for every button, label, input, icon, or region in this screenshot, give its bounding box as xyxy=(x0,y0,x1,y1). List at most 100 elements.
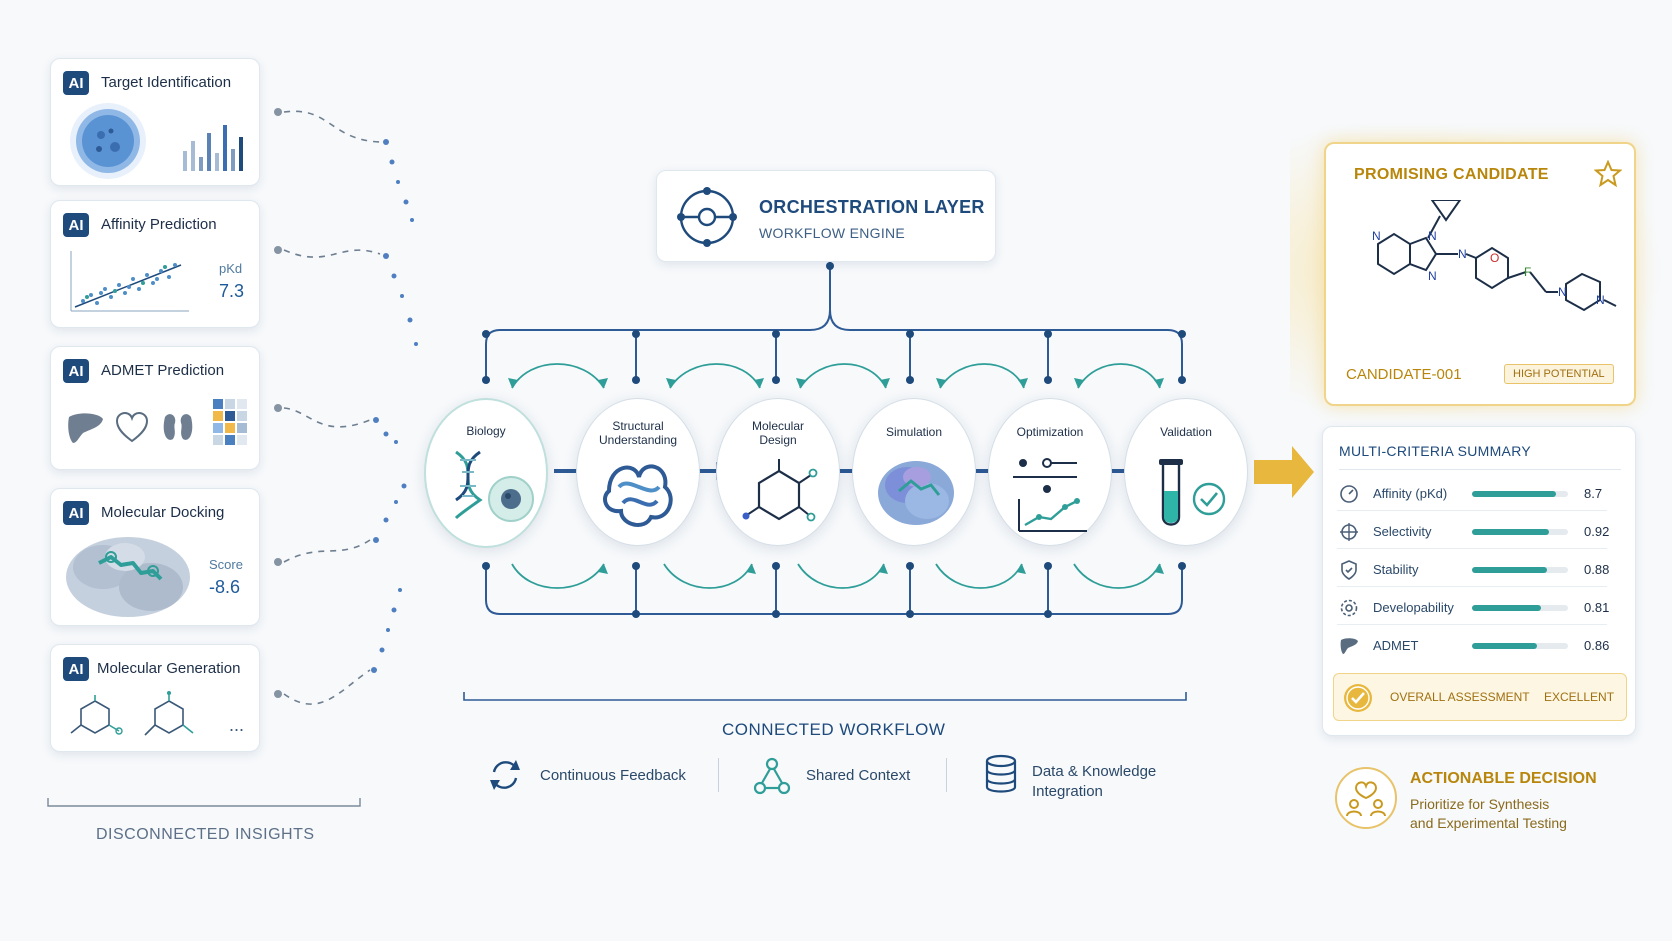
criterion-row: Stability 0.88 xyxy=(1337,553,1610,587)
database-icon xyxy=(985,754,1017,793)
criterion-label: Developability xyxy=(1373,600,1454,615)
multi-criteria-summary-card: MULTI-CRITERIA SUMMARY Affinity (pKd) 8.… xyxy=(1322,426,1636,736)
criterion-row: Selectivity 0.92 xyxy=(1337,515,1609,549)
criterion-value: 0.88 xyxy=(1584,562,1610,577)
stage-label: Optimization xyxy=(1016,425,1084,439)
heart-icon xyxy=(115,411,149,443)
crosshair-icon xyxy=(1340,523,1358,541)
overall-value: EXCELLENT xyxy=(1544,690,1615,704)
criterion-fill xyxy=(1472,491,1556,497)
check-badge-icon xyxy=(1344,684,1372,712)
molecule-icon xyxy=(70,695,123,735)
disconnected-insights-caption: DISCONNECTED INSIGHTS xyxy=(96,826,315,843)
stage-molecular-design[interactable]: Molecular Design xyxy=(716,398,840,546)
criterion-fill xyxy=(1472,567,1547,573)
candidate-id: CANDIDATE-001 xyxy=(1346,366,1462,383)
network-icon xyxy=(753,757,791,795)
criterion-bar xyxy=(1472,529,1568,535)
test-tube-icon xyxy=(1159,459,1183,526)
criterion-fill xyxy=(1472,643,1538,649)
legend-data-knowledge: Data & Knowledge Integration xyxy=(1032,763,1157,800)
simulation-protein-icon xyxy=(878,461,954,525)
gear-icon xyxy=(1340,599,1358,617)
liver-icon xyxy=(68,413,103,443)
stage-label: Validation xyxy=(1160,425,1212,439)
card-title: Target Identification xyxy=(101,74,232,91)
legend-divider xyxy=(718,758,719,792)
affinity-prediction-card[interactable]: AI Affinity Prediction pKd 7.3 xyxy=(50,200,260,328)
ai-badge: AI xyxy=(63,213,89,237)
decision-title: ACTIONABLE DECISION xyxy=(1410,770,1597,787)
card-title: Molecular Docking xyxy=(101,504,225,521)
atom-label: N xyxy=(1458,247,1467,261)
legend-continuous-feedback: Continuous Feedback xyxy=(540,767,686,784)
atom-label: N xyxy=(1372,229,1381,243)
high-potential-badge: HIGH POTENTIAL xyxy=(1504,364,1614,384)
criterion-label: Affinity (pKd) xyxy=(1373,486,1448,501)
criterion-bar xyxy=(1472,605,1568,611)
overall-assessment[interactable]: OVERALL ASSESSMENT EXCELLENT xyxy=(1333,673,1627,721)
criterion-row: Developability 0.81 xyxy=(1337,591,1610,625)
orchestration-subtitle: WORKFLOW ENGINE xyxy=(759,225,906,241)
overall-label: OVERALL ASSESSMENT xyxy=(1390,690,1530,704)
docking-score-value: -8.6 xyxy=(209,577,241,597)
atom-label: N xyxy=(1596,293,1605,307)
promising-candidate-card[interactable]: PROMISING CANDIDATE N N N N O F N N xyxy=(1324,142,1636,406)
cell-icon xyxy=(70,103,146,179)
orchestration-title: ORCHESTRATION LAYER xyxy=(759,197,985,217)
shield-icon xyxy=(1341,560,1357,580)
optimization-chart-icon xyxy=(1013,458,1087,532)
criterion-label: Stability xyxy=(1373,562,1419,577)
scatter-plot-icon xyxy=(70,251,189,312)
molecule-icon xyxy=(144,691,194,736)
bar-chart-icon xyxy=(183,125,243,171)
criterion-label: Selectivity xyxy=(1373,524,1432,539)
summary-title: MULTI-CRITERIA SUMMARY xyxy=(1339,443,1531,459)
admet-prediction-card[interactable]: AI ADMET Prediction xyxy=(50,346,260,470)
legend-shared-context: Shared Context xyxy=(806,767,911,784)
output-arrow xyxy=(1254,446,1314,498)
criterion-bar xyxy=(1472,567,1568,573)
target-identification-card[interactable]: AI Target Identification xyxy=(50,58,260,186)
candidate-structure: N N N N O F N N xyxy=(1372,200,1617,312)
card-title: ADMET Prediction xyxy=(101,362,225,379)
orchestration-layer-box[interactable]: ORCHESTRATION LAYER WORKFLOW ENGINE xyxy=(656,170,996,262)
legend-divider xyxy=(946,758,947,792)
team-decision-icon xyxy=(1335,767,1397,829)
criterion-bar xyxy=(1472,643,1568,649)
summary-divider xyxy=(1339,469,1621,470)
left-bracket xyxy=(47,798,361,807)
gauge-icon xyxy=(1340,485,1358,503)
criterion-fill xyxy=(1472,529,1549,535)
criterion-bar xyxy=(1472,491,1568,497)
dna-icon xyxy=(454,450,483,520)
stage-optimization[interactable]: Optimization xyxy=(988,398,1112,546)
criterion-value: 0.81 xyxy=(1584,600,1610,615)
ai-badge: AI xyxy=(63,501,89,525)
stage-label: Molecular Design xyxy=(751,419,805,447)
criterion-label: ADMET xyxy=(1373,638,1419,653)
candidate-header: PROMISING CANDIDATE xyxy=(1354,166,1549,183)
stage-biology[interactable]: Biology xyxy=(424,398,548,548)
orchestration-hub-icon xyxy=(677,187,737,247)
criterion-row: ADMET 0.86 xyxy=(1337,629,1610,663)
atom-label: N xyxy=(1428,269,1437,283)
kidney-icon xyxy=(163,414,193,440)
liver-icon xyxy=(1340,638,1358,654)
dotted-connectors xyxy=(274,108,418,705)
criterion-value: 0.86 xyxy=(1584,638,1610,653)
molecular-docking-card[interactable]: AI Molecular Docking Score -8.6 xyxy=(50,488,260,626)
more-ellipsis: ... xyxy=(229,715,245,735)
molecular-generation-card[interactable]: AI Molecular Generation ... xyxy=(50,644,260,752)
docking-score-label: Score xyxy=(209,557,243,572)
criterion-row: Affinity (pKd) 8.7 xyxy=(1337,477,1607,511)
stage-structural-understanding[interactable]: Structural Understanding xyxy=(576,398,700,546)
affinity-metric-value: 7.3 xyxy=(219,281,245,301)
atom-label: O xyxy=(1490,251,1499,265)
stage-simulation[interactable]: Simulation xyxy=(852,398,976,546)
atom-label: N xyxy=(1558,285,1567,299)
decision-text-line2: and Experimental Testing xyxy=(1410,815,1567,831)
stage-validation[interactable]: Validation xyxy=(1124,398,1248,546)
card-title: Affinity Prediction xyxy=(101,216,217,233)
